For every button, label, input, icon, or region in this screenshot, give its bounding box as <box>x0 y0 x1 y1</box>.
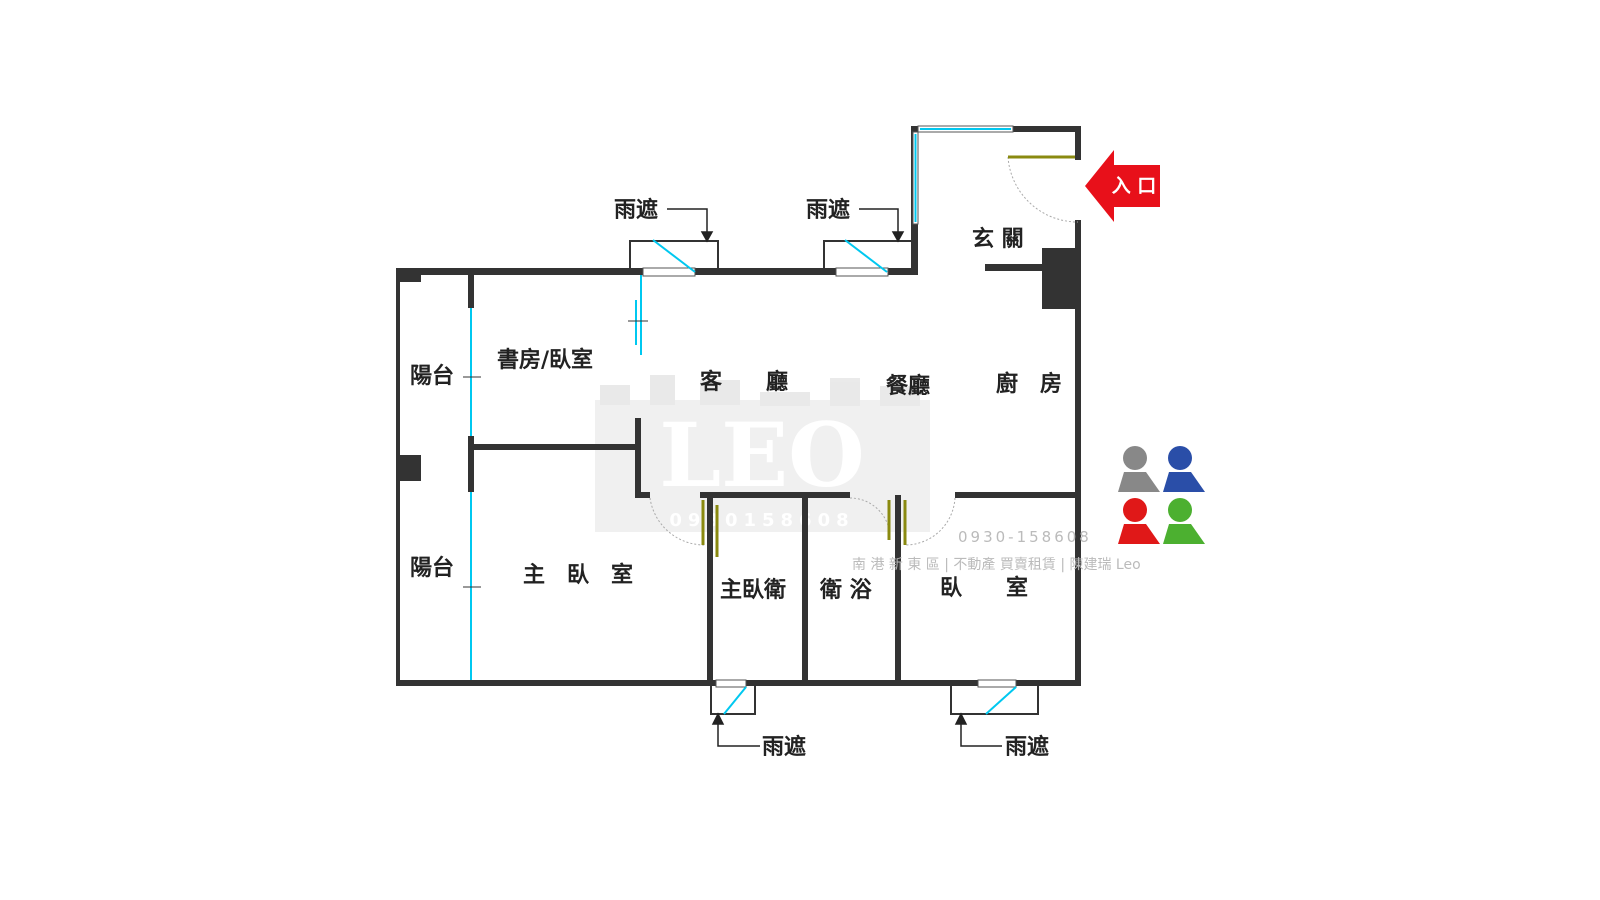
awning-leaders <box>667 208 1002 747</box>
room-master-bedroom: 主 臥 室 <box>523 562 633 588</box>
awning-label: 雨遮 <box>762 734 806 760</box>
entrance-arrow: 入 口 <box>1085 150 1160 222</box>
room-study: 書房/臥室 <box>497 347 593 373</box>
awning-label: 雨遮 <box>806 197 850 223</box>
logo-text: LEO <box>659 403 865 507</box>
room-dining: 餐廳 <box>886 373 930 399</box>
awning-label: 雨遮 <box>614 197 658 223</box>
room-living: 客 廳 <box>700 369 788 395</box>
doors <box>649 155 1079 557</box>
agent-tagline: 南 港 新 東 區 | 不動產 買賣租賃 | 陳建瑞 Leo <box>852 556 1141 573</box>
room-master-bath: 主臥衛 <box>720 577 786 603</box>
room-balcony-bottom: 陽台 <box>410 555 454 581</box>
awning-label: 雨遮 <box>1005 734 1049 760</box>
room-kitchen: 廚 房 <box>996 371 1062 397</box>
logo-phone: 0930158608 <box>669 510 854 531</box>
room-bathroom: 衛 浴 <box>819 577 873 603</box>
agent-phone: 0930-158608 <box>958 528 1092 546</box>
leo-watermark-logo: LEO 0930158608 <box>595 375 930 532</box>
entrance-label: 入 口 <box>1112 175 1157 197</box>
windows <box>463 125 1017 715</box>
agent-portrait-logo <box>1118 446 1205 544</box>
room-balcony-top: 陽台 <box>410 363 454 389</box>
room-entry-hall: 玄 關 <box>972 226 1024 252</box>
room-bedroom: 臥 室 <box>940 575 1028 601</box>
